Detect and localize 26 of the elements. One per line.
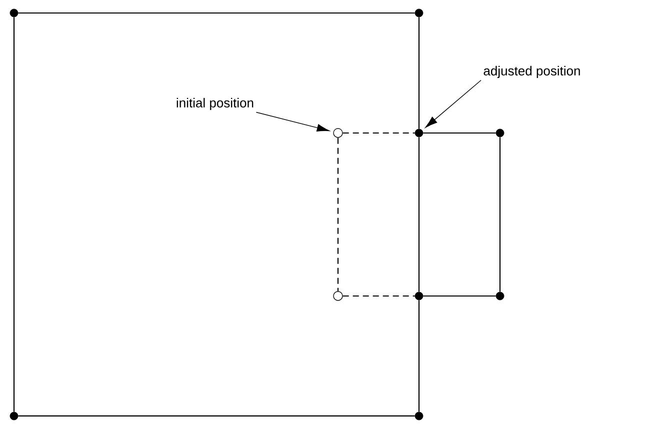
line [423, 295, 496, 297]
dashed-line [337, 138, 339, 292]
line [418, 137, 420, 292]
line [418, 300, 420, 412]
line [18, 12, 415, 14]
label-text: initial position [176, 98, 254, 110]
dot [414, 292, 424, 300]
line [423, 132, 496, 134]
label-text: adjusted position [484, 66, 580, 78]
dot [496, 292, 504, 300]
dot [496, 128, 504, 138]
dot [10, 412, 18, 420]
dot [10, 8, 18, 18]
dashed-line [342, 132, 415, 134]
line [418, 17, 420, 129]
dashed-line [342, 295, 415, 297]
dot [414, 128, 424, 138]
line [13, 17, 15, 412]
line [499, 137, 501, 292]
open-circle [333, 291, 343, 301]
dot [414, 8, 424, 18]
line [18, 415, 415, 417]
leader-line [425, 80, 482, 128]
open-circle [333, 128, 343, 138]
leader-line [256, 112, 330, 132]
dot [414, 412, 424, 420]
